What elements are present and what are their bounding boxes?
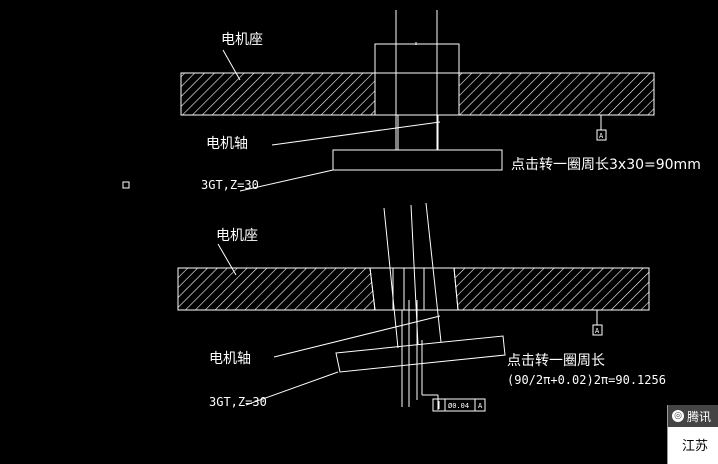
top-pulley-label: 3GT,Z=30 [201, 178, 259, 192]
notification-popup[interactable]: ◎ 腾讯 江苏 [667, 405, 718, 464]
popup-title: 腾讯 [687, 409, 712, 424]
top-leader-pulley [239, 169, 334, 192]
top-motor-shaft-label: 电机轴 [206, 136, 248, 152]
top-shaft [397, 114, 439, 151]
top-leader-base [222, 49, 241, 81]
bottom-datum-label: A [595, 327, 600, 335]
tolerance-datum: A [478, 402, 483, 410]
top-pulley [332, 149, 503, 171]
bottom-note-line1: 点击转一圈周长 [507, 353, 605, 369]
top-motor-base-left [180, 72, 376, 116]
top-datum-box [596, 129, 607, 141]
bottom-motor-base-label: 电机座 [216, 228, 258, 244]
bottom-leader-pulley [245, 371, 339, 406]
bottom-tilt-line-3 [425, 202, 442, 343]
bottom-leader-base [217, 243, 237, 276]
bottom-datum-box [592, 324, 603, 336]
qq-icon: ◎ [672, 410, 684, 422]
bottom-tilt-line-1 [383, 207, 399, 349]
bottom-assembly [177, 202, 650, 412]
bottom-motor-shaft-label: 电机轴 [209, 351, 251, 367]
top-note-label: 点击转一圈周长3x30=90mm [511, 157, 701, 173]
bottom-leader-shaft [273, 315, 441, 358]
bottom-motor-base-left [177, 267, 376, 311]
bottom-pulley-label: 3GT,Z=30 [209, 395, 267, 409]
bottom-pulley [335, 335, 506, 373]
bottom-note-line2: (90/2π+0.02)2π=90.1256 [507, 373, 666, 387]
top-motor-base-label: 电机座 [221, 32, 263, 48]
top-datum-label: A [599, 132, 604, 140]
top-motor-base-bore [374, 72, 460, 116]
popup-titlebar[interactable]: ◎ 腾讯 [668, 405, 718, 427]
cursor-marker [122, 181, 130, 189]
top-assembly [122, 10, 655, 192]
top-leader-shaft [271, 121, 441, 146]
top-motor-base-right [458, 72, 655, 116]
bottom-motor-base-right [453, 267, 650, 311]
tolerance-frame [432, 398, 486, 412]
popup-text: 江苏 [682, 439, 709, 454]
tolerance-value: Ø0.04 [448, 402, 469, 410]
